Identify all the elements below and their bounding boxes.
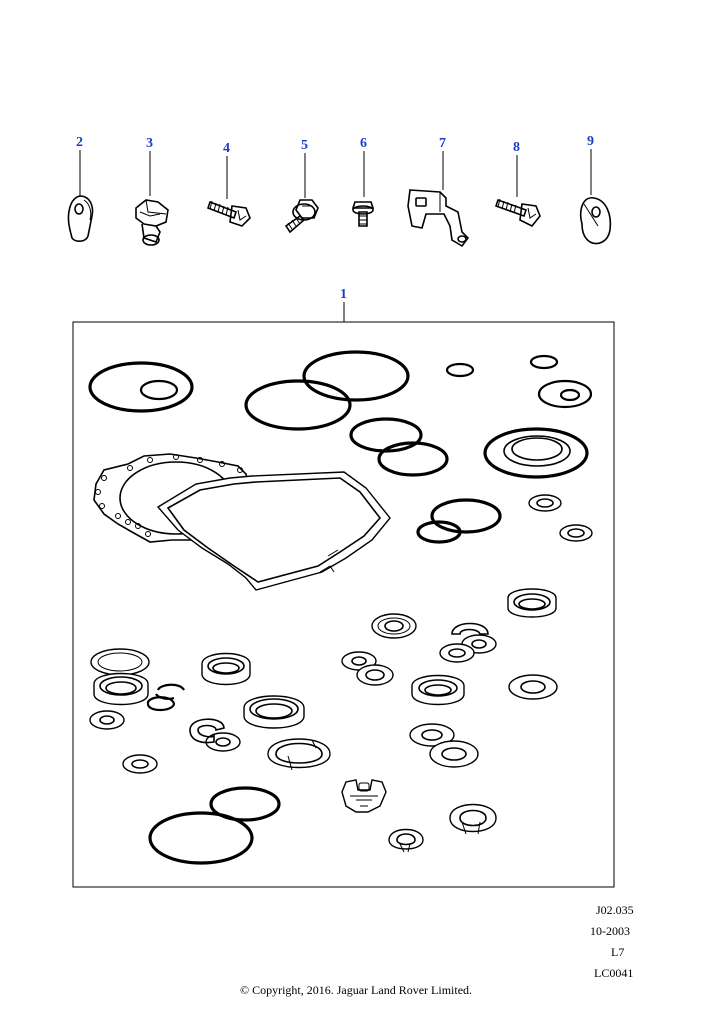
part-8-bolt[interactable] xyxy=(494,198,541,228)
callout-1[interactable]: 1 xyxy=(340,287,347,302)
leader-lines xyxy=(79,149,592,322)
part-7-bracket[interactable] xyxy=(407,189,470,248)
kit-flat-washers[interactable] xyxy=(122,643,479,774)
callout-2[interactable]: 2 xyxy=(76,135,83,150)
part-9-p-clip[interactable] xyxy=(579,197,612,245)
kit-lip-seals-right[interactable] xyxy=(507,494,593,700)
kit-filter-valve[interactable] xyxy=(341,779,387,813)
part-6-screw[interactable] xyxy=(351,201,375,227)
copyright-notice: © Copyright, 2016. Jaguar Land Rover Lim… xyxy=(239,983,473,997)
part-3-clip[interactable] xyxy=(135,199,169,246)
drawing-date: 10-2003 xyxy=(590,924,630,938)
kit-valve-body-gasket[interactable] xyxy=(156,471,391,591)
callout-7[interactable]: 7 xyxy=(439,136,446,151)
callout-4[interactable]: 4 xyxy=(223,141,230,156)
callout-3[interactable]: 3 xyxy=(146,136,153,151)
part-4-bolt[interactable] xyxy=(206,200,251,227)
callout-5[interactable]: 5 xyxy=(301,138,308,153)
part-2-p-clip[interactable] xyxy=(67,195,94,242)
drawing-section: L7 xyxy=(611,945,625,959)
part-5-bolt[interactable] xyxy=(284,199,319,234)
callout-6[interactable]: 6 xyxy=(360,136,367,151)
callout-9[interactable]: 9 xyxy=(587,134,594,149)
callout-8[interactable]: 8 xyxy=(513,140,520,155)
drawing-sheet: LC0041 xyxy=(594,966,634,980)
kit-cup-seals[interactable] xyxy=(93,652,465,729)
seal-kit-box xyxy=(72,321,615,888)
kit-snap-rings[interactable] xyxy=(146,622,497,853)
drawing-code: J02.035 xyxy=(596,903,634,917)
kit-large-seal[interactable] xyxy=(483,427,589,479)
